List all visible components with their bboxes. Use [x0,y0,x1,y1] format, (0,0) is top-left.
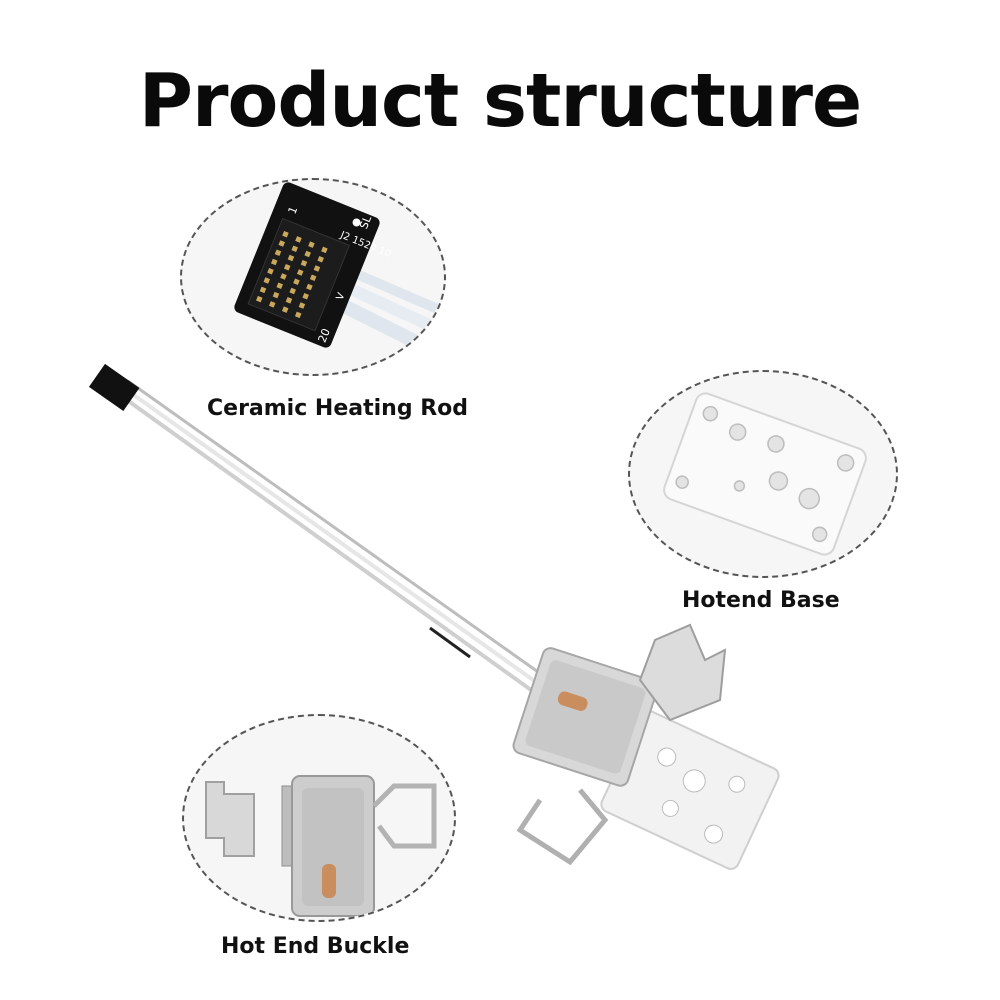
board-marking-20: 20 [316,327,333,345]
hotend-base-callout [628,370,898,578]
page-title: Product structure [138,58,862,144]
board-marking-v: V [335,291,348,302]
buckle-callout [182,714,456,922]
board-marking-1: 1 [286,205,301,216]
heating-rod-label: Ceramic Heating Rod [207,396,469,421]
buckle-label: Hot End Buckle [221,934,410,959]
connector-board-callout: 1 20 J2 1524 10 SL V [180,178,446,376]
hotend-base-image [663,392,867,556]
buckle-image [205,775,437,917]
board-marking-sl: SL [357,213,374,231]
hotend-base-label: Hotend Base [682,588,840,613]
connector-board-image: 1 20 J2 1524 10 SL V [234,182,443,357]
